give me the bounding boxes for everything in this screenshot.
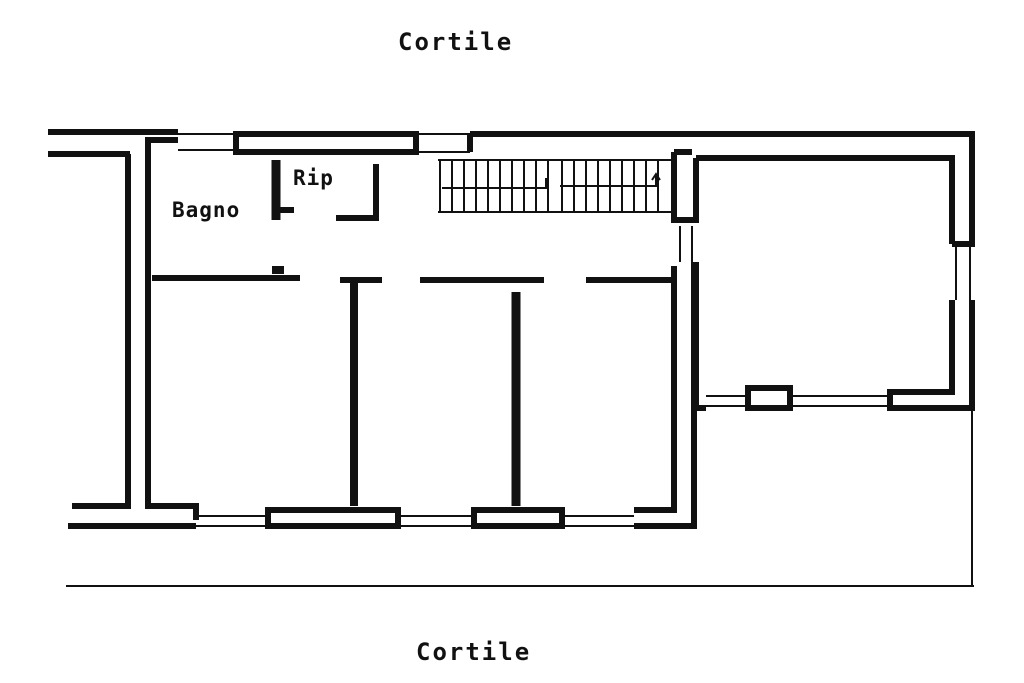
site-boundary — [66, 408, 974, 587]
courtyard-label-top: Cortile — [398, 28, 514, 56]
room-label-storage: Rip — [293, 166, 334, 190]
room-label-bathroom: Bagno — [172, 198, 241, 222]
exterior-walls — [48, 129, 975, 529]
staircase — [438, 159, 674, 213]
windows — [178, 133, 971, 527]
courtyard-label-bottom: Cortile — [416, 638, 532, 666]
interior-walls — [152, 160, 674, 506]
